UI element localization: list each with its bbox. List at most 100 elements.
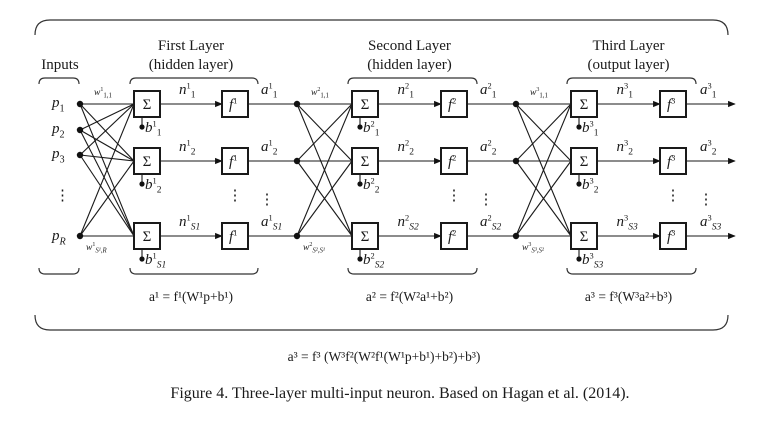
- weight-connection: [296, 103, 353, 237]
- layer-3: Third Layer (output layer) a³ = f³(W³a²+b³…: [512, 38, 736, 304]
- layer-subtitle: (hidden layer): [149, 57, 234, 73]
- transfer-function-label: f3: [667, 96, 675, 113]
- bias-node: [139, 124, 145, 130]
- bias-label: b1S1: [145, 251, 166, 270]
- row-ellipsis: ⋮: [447, 188, 462, 204]
- output-label: a21: [480, 81, 497, 100]
- input-node: [512, 157, 520, 165]
- layer-bracket-top: [129, 77, 259, 85]
- sigma-icon: Σ: [361, 154, 370, 170]
- layer-bracket-top: [566, 77, 697, 85]
- transfer-function-label: f2: [448, 153, 456, 170]
- output-label: a22: [480, 138, 497, 157]
- sigma-icon: Σ: [361, 229, 370, 245]
- net-input-label: n12: [179, 138, 196, 157]
- sigma-icon: Σ: [143, 97, 152, 113]
- summation-node: [351, 147, 379, 175]
- inputs-bracket-top: [38, 77, 80, 85]
- layer-2: Second Layer(hidden layer)a² = f²(W²a¹+b…: [293, 38, 515, 304]
- transfer-function-label: f3: [667, 228, 675, 245]
- bias-label: b32: [582, 176, 599, 195]
- weight-label-first: w31,1: [530, 87, 548, 100]
- layer-1: First Layer(hidden layer)a¹ = f¹(W¹p+b¹)…: [76, 38, 295, 304]
- layer-title: Third Layer: [592, 38, 664, 54]
- transfer-function-label: f2: [448, 228, 456, 245]
- input-node: [76, 100, 84, 108]
- figure-caption: Figure 4. Three-layer multi-input neuron…: [170, 385, 629, 402]
- weight-connection: [79, 103, 135, 162]
- sigma-icon: Σ: [580, 154, 589, 170]
- transfer-function-node: [659, 222, 687, 250]
- weight-label-last: w2S²,S¹: [303, 242, 325, 255]
- sigma-icon: Σ: [143, 154, 152, 170]
- bias-node: [139, 181, 145, 187]
- bias-node: [357, 256, 363, 262]
- output-ellipsis: ⋮: [699, 192, 714, 208]
- net-input-label: n11: [179, 81, 196, 100]
- weight-connection: [79, 103, 135, 131]
- input-ellipsis: ⋮: [55, 188, 70, 204]
- bias-label: b31: [582, 119, 599, 138]
- inputs-bracket-bottom: [38, 267, 80, 275]
- weight-connection: [79, 160, 135, 237]
- input-node: [293, 157, 301, 165]
- input-node: [512, 232, 520, 240]
- input-label-2: p2: [51, 121, 65, 141]
- output-label: a1S1: [261, 213, 282, 232]
- weight-connection: [515, 103, 572, 162]
- weight-connection: [296, 160, 353, 237]
- transfer-function-label: f2: [448, 96, 456, 113]
- overall-equation: a³ = f³ (W³f²(W²f¹(W¹p+b¹)+b²)+b³): [288, 349, 481, 364]
- weight-connection: [79, 103, 135, 237]
- weight-label-last: w3S³,S²: [522, 242, 545, 255]
- row-ellipsis: ⋮: [228, 188, 243, 204]
- input-node: [512, 100, 520, 108]
- sigma-icon: Σ: [580, 229, 589, 245]
- output-label: a2S2: [480, 213, 501, 232]
- weight-label-last: w1S¹,R: [86, 242, 107, 255]
- outer-bracket-bottom: [34, 314, 729, 331]
- inputs-title: Inputs: [41, 57, 79, 73]
- layer-subtitle: (output layer): [587, 57, 669, 73]
- bias-label: b12: [145, 176, 162, 195]
- outer-bracket-top: [34, 19, 729, 36]
- net-input-label: n2S2: [398, 213, 419, 232]
- net-input-label: n31: [617, 81, 634, 100]
- transfer-function-node: [440, 222, 468, 250]
- weight-connection: [79, 154, 135, 237]
- weight-connection: [79, 129, 135, 162]
- weight-connection: [515, 103, 572, 237]
- layer-bracket-bottom: [566, 267, 697, 275]
- net-input-label: n3S3: [617, 213, 638, 232]
- input-node: [76, 232, 84, 240]
- bias-label: b11: [145, 119, 162, 138]
- layer-equation: a³ = f³(W³a²+b³): [585, 289, 672, 304]
- layer-equation: a² = f²(W²a¹+b²): [366, 289, 453, 304]
- input-label-5: pR: [51, 228, 67, 248]
- input-node: [76, 151, 84, 159]
- input-node: [76, 126, 84, 134]
- output-label: a11: [261, 81, 278, 100]
- weight-connection: [515, 160, 572, 237]
- transfer-function-label: f3: [667, 153, 675, 170]
- output-ellipsis: ⋮: [479, 192, 494, 208]
- sigma-icon: Σ: [361, 97, 370, 113]
- transfer-function-node: [221, 147, 249, 175]
- weight-connection: [296, 103, 353, 162]
- bias-node: [576, 256, 582, 262]
- bias-node: [139, 256, 145, 262]
- bias-label: b3S3: [582, 251, 603, 270]
- sigma-icon: Σ: [143, 229, 152, 245]
- layer-bracket-bottom: [347, 267, 478, 275]
- output-label: a31: [700, 81, 717, 100]
- bias-node: [576, 181, 582, 187]
- weight-connection: [79, 129, 135, 237]
- weight-label-first: w21,1: [311, 87, 329, 100]
- input-label-3: p3: [51, 146, 65, 166]
- layer-equation: a¹ = f¹(W¹p+b¹): [149, 289, 233, 304]
- layer-subtitle: (hidden layer): [367, 57, 452, 73]
- input-node: [293, 232, 301, 240]
- transfer-function-label: f1: [229, 153, 237, 170]
- output-ellipsis: ⋮: [260, 192, 275, 208]
